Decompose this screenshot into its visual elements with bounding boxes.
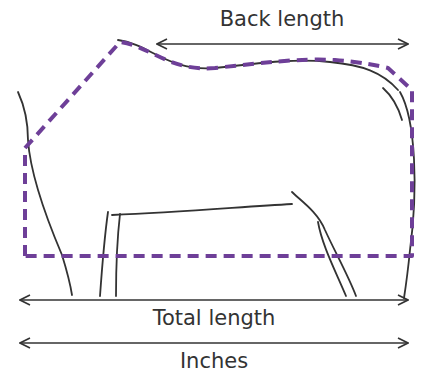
horse-outline [18,40,415,298]
unit-label: Inches [177,349,251,374]
dimension-label: Total length [150,306,279,331]
dimension-label: Back length [217,7,348,32]
dimension-arrow [20,299,408,301]
dimension-arrow [157,43,408,45]
rug-outline [25,42,412,256]
dimension-arrow [20,342,408,344]
